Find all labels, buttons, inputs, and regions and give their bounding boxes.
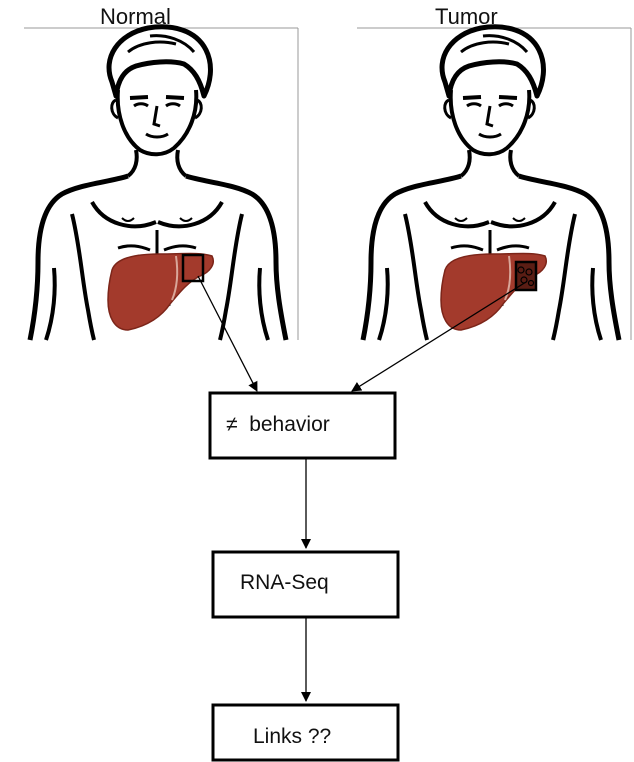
normal-liver — [108, 254, 213, 331]
normal-panel-title: Normal — [100, 4, 171, 30]
normal-panel — [24, 27, 298, 340]
behavior-node-label: ≠ behavior — [226, 413, 330, 437]
rnaseq-node-label: RNA-Seq — [240, 571, 329, 595]
tumor-panel — [357, 27, 631, 340]
tumor-panel-title: Tumor — [435, 4, 498, 30]
links-node-label: Links ?? — [253, 725, 331, 749]
